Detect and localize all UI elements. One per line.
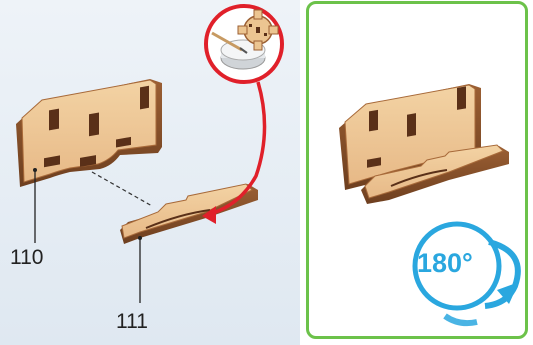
rotation-label: 180°	[417, 248, 473, 279]
part-110	[16, 79, 162, 187]
assembled-illustration	[309, 4, 531, 342]
assembled-part	[339, 84, 509, 204]
result-panel: 180°	[306, 1, 528, 339]
sanding-tool-icon	[206, 6, 282, 82]
assembly-illustration	[0, 0, 300, 345]
part-label-111: 111	[116, 310, 148, 334]
part-111	[120, 184, 258, 244]
assembly-panel: 110 111	[0, 0, 300, 345]
part-label-110: 110	[10, 246, 43, 270]
